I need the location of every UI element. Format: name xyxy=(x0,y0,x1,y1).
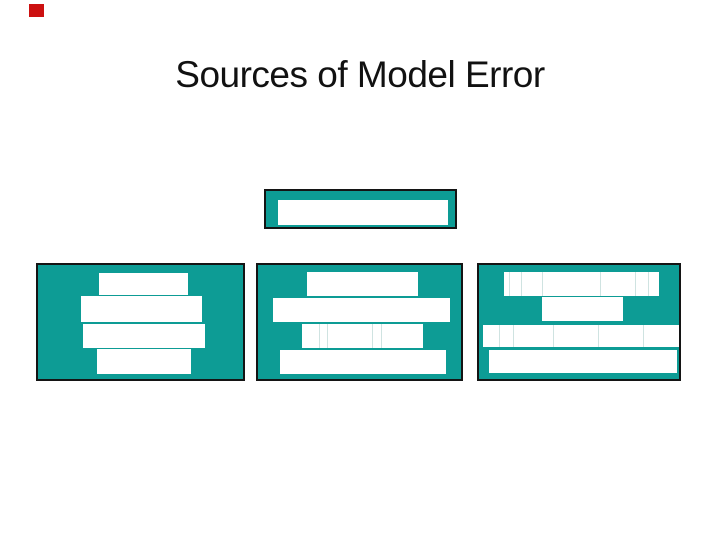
row-segment-separator xyxy=(643,325,644,347)
redacted-text-row xyxy=(99,273,188,295)
row-segment-separator xyxy=(499,325,500,347)
redacted-text-row xyxy=(489,350,677,373)
child-box-right xyxy=(477,263,681,381)
redacted-text-row xyxy=(278,200,448,225)
row-segment-separator xyxy=(381,324,382,348)
row-segment-separator xyxy=(513,325,514,347)
row-segment-separator xyxy=(372,324,373,348)
redacted-text-row xyxy=(307,272,418,296)
row-segment-separator xyxy=(327,324,328,348)
redacted-text-row xyxy=(504,272,659,296)
row-segment-separator xyxy=(648,272,649,296)
red-accent-mark xyxy=(29,4,44,17)
redacted-text-row xyxy=(302,324,423,348)
page-title: Sources of Model Error xyxy=(175,54,545,95)
redacted-text-row xyxy=(97,349,191,374)
row-segment-separator xyxy=(542,272,543,296)
row-segment-separator xyxy=(635,272,636,296)
header-box xyxy=(264,189,457,229)
child-box-left xyxy=(36,263,245,381)
row-segment-separator xyxy=(553,325,554,347)
redacted-text-row xyxy=(542,297,623,321)
row-segment-separator xyxy=(319,324,320,348)
redacted-text-row xyxy=(81,296,202,322)
row-segment-separator xyxy=(598,325,599,347)
redacted-text-row xyxy=(280,350,446,374)
row-segment-separator xyxy=(600,272,601,296)
row-segment-separator xyxy=(521,272,522,296)
redacted-text-row xyxy=(83,324,205,348)
child-box-middle xyxy=(256,263,463,381)
redacted-text-row xyxy=(483,325,679,347)
row-segment-separator xyxy=(509,272,510,296)
redacted-text-row xyxy=(273,298,450,322)
